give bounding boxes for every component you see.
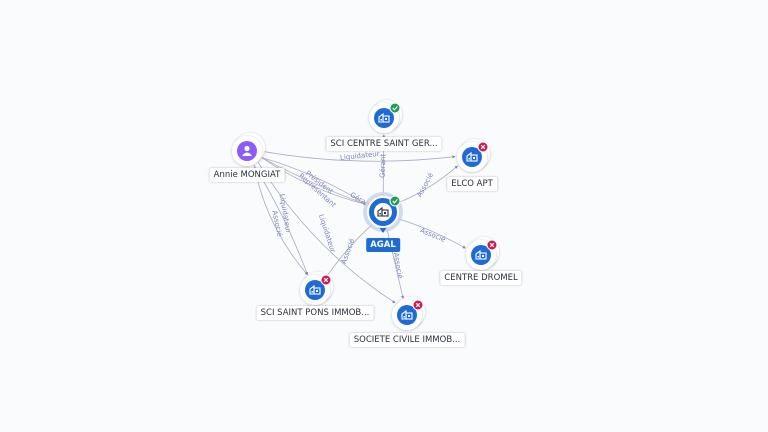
edge-line bbox=[257, 162, 396, 304]
building-icon bbox=[401, 309, 413, 320]
edge-line bbox=[261, 157, 368, 206]
closed-x-icon bbox=[412, 299, 424, 311]
node-circle bbox=[374, 108, 394, 128]
node-label[interactable]: ELCO APT bbox=[447, 177, 497, 191]
closed-x-icon bbox=[320, 274, 332, 286]
edge-line bbox=[398, 218, 466, 249]
node-annie[interactable] bbox=[232, 133, 265, 166]
edge-line bbox=[261, 157, 368, 206]
building-icon bbox=[377, 206, 389, 217]
node-elco[interactable] bbox=[457, 139, 490, 172]
node-label[interactable]: AGAL bbox=[366, 238, 400, 252]
edge-line bbox=[262, 151, 456, 162]
edge-label: Associé bbox=[419, 226, 447, 243]
node-inner bbox=[374, 203, 392, 221]
edge-line bbox=[386, 228, 405, 299]
person-icon bbox=[242, 145, 252, 156]
node-sci-saint-pons[interactable] bbox=[300, 272, 333, 305]
node-label[interactable]: SCI SAINT PONS IMMOB... bbox=[256, 306, 374, 320]
edge-label: Associé bbox=[340, 238, 357, 266]
node-agal[interactable] bbox=[363, 192, 403, 233]
node-societe-civile[interactable] bbox=[392, 297, 425, 330]
node-label[interactable]: SOCIETE CIVILE IMMOB... bbox=[349, 333, 465, 347]
closed-x-icon bbox=[486, 239, 498, 251]
edge-label: Associé bbox=[392, 252, 404, 279]
node-label[interactable]: CENTRE DROMEL bbox=[440, 271, 522, 285]
active-check-icon bbox=[389, 195, 401, 207]
closed-x-icon bbox=[477, 141, 489, 153]
building-icon bbox=[378, 112, 390, 123]
node-centre-dromel[interactable] bbox=[466, 237, 499, 270]
node-label[interactable]: SCI CENTRE SAINT GER... bbox=[326, 137, 442, 151]
edge-label: Gérant bbox=[379, 154, 388, 179]
node-label[interactable]: Annie MONGIAT bbox=[209, 168, 285, 182]
building-icon bbox=[475, 249, 487, 260]
node-circle bbox=[305, 280, 325, 300]
node-circle bbox=[471, 245, 491, 265]
edge: Associé bbox=[398, 218, 466, 249]
edge-line bbox=[261, 157, 368, 205]
edge: Liquidateur bbox=[262, 150, 456, 162]
edge-label: Liquidateur bbox=[340, 150, 381, 162]
node-circle bbox=[462, 147, 482, 167]
active-check-icon bbox=[389, 102, 401, 114]
edge-line bbox=[397, 165, 458, 204]
node-sci-centre[interactable] bbox=[369, 100, 402, 133]
building-icon bbox=[309, 284, 321, 295]
building-icon bbox=[466, 151, 478, 162]
edge-label: Liquidateur bbox=[317, 213, 337, 253]
nodes-layer bbox=[232, 100, 499, 330]
node-circle bbox=[397, 305, 417, 325]
edges-layer: LiquidateurPrésidentReprésentantLiquidat… bbox=[253, 134, 466, 304]
edge-line bbox=[325, 224, 373, 278]
